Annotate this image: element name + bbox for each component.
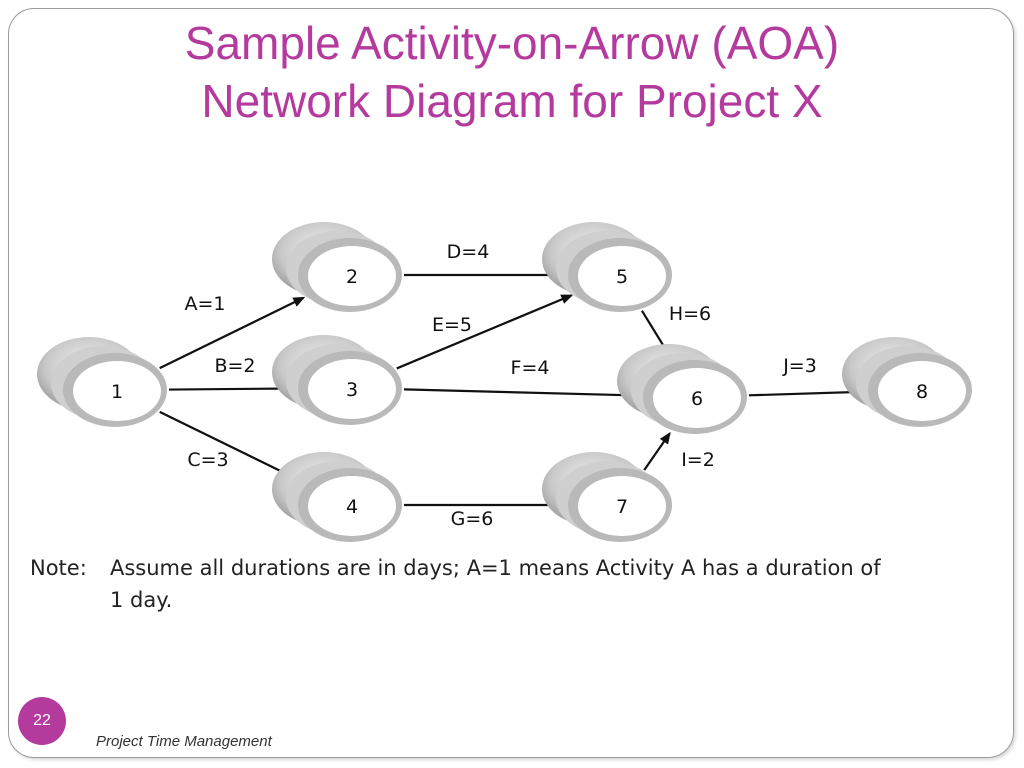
event-node-2: 2 (272, 222, 402, 312)
activity-label-a: A=1 (184, 293, 225, 315)
node-label: 7 (616, 496, 628, 518)
event-node-8: 8 (842, 337, 972, 427)
node-face (653, 368, 741, 428)
slide-title: Sample Activity-on-Arrow (AOA) Network D… (0, 14, 1024, 130)
note-text: Assume all durations are in days; A=1 me… (110, 556, 881, 612)
node-face (878, 361, 966, 421)
node-label: 8 (916, 381, 928, 403)
diagram-note: Note: Assume all durations are in days; … (30, 552, 890, 616)
activity-arrow-a (159, 296, 306, 370)
activity-arrow-j (748, 387, 867, 398)
title-line-2: Network Diagram for Project X (201, 75, 823, 127)
slide-frame (8, 8, 1014, 758)
node-label: 3 (346, 379, 358, 401)
node-face (308, 476, 396, 536)
activity-label-g: G=6 (451, 508, 494, 530)
activity-label-b: B=2 (214, 355, 255, 377)
node-face (578, 246, 666, 306)
node-face (73, 361, 161, 421)
event-node-5: 5 (542, 222, 672, 312)
note-label: Note: (30, 556, 87, 580)
activity-label-h: H=6 (669, 303, 711, 325)
activity-arrow-f (403, 388, 642, 401)
node-label: 1 (111, 381, 123, 403)
event-node-4: 4 (272, 452, 402, 542)
activity-label-f: F=4 (511, 357, 550, 379)
node-label: 4 (346, 496, 358, 518)
event-node-7: 7 (542, 452, 672, 542)
activity-label-c: C=3 (187, 449, 228, 471)
footer-caption: Project Time Management (96, 733, 272, 750)
activity-label-d: D=4 (447, 241, 490, 263)
activity-label-i: I=2 (681, 449, 715, 471)
activity-label-j: J=3 (782, 355, 817, 377)
activity-arrow-b (168, 383, 297, 394)
event-node-3: 3 (272, 335, 402, 425)
page-number-badge: 22 (18, 697, 66, 745)
activity-arrow-e (396, 294, 574, 370)
node-face (308, 359, 396, 419)
activity-label-e: E=5 (432, 314, 472, 336)
node-label: 6 (691, 388, 703, 410)
event-node-6: 6 (617, 344, 747, 434)
node-label: 2 (346, 266, 358, 288)
title-line-1: Sample Activity-on-Arrow (AOA) (184, 17, 840, 69)
node-face (578, 476, 666, 536)
node-face (308, 246, 396, 306)
event-node-1: 1 (37, 337, 167, 427)
node-label: 5 (616, 266, 628, 288)
activity-arrow-i (643, 431, 671, 471)
